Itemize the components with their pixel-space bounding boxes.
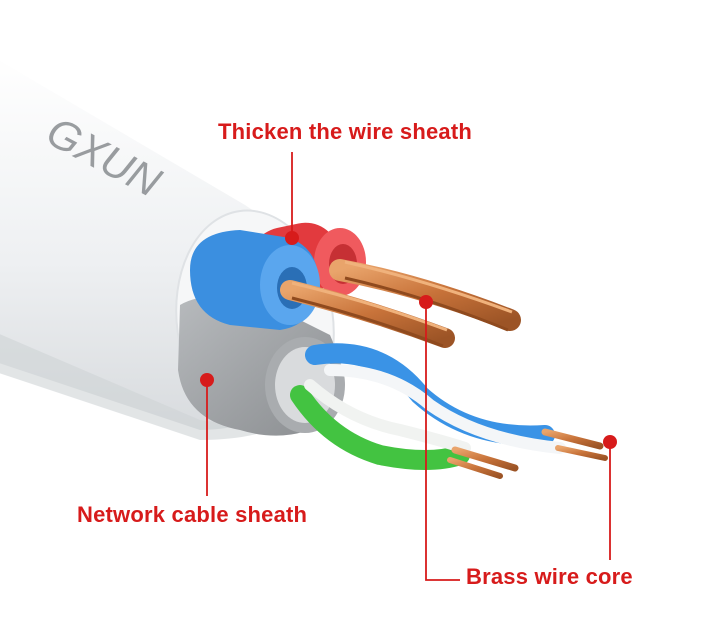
label-brass-wire-core: Brass wire core (466, 564, 633, 589)
label-network-cable-sheath: Network cable sheath (77, 502, 308, 527)
label-thicken-wire-sheath: Thicken the wire sheath (218, 119, 473, 144)
brass-strands-upper (329, 259, 521, 331)
brass-strands-lower (280, 280, 455, 348)
callout-dots (200, 231, 617, 449)
green-wire (290, 385, 470, 470)
callout-lines (206, 152, 611, 581)
